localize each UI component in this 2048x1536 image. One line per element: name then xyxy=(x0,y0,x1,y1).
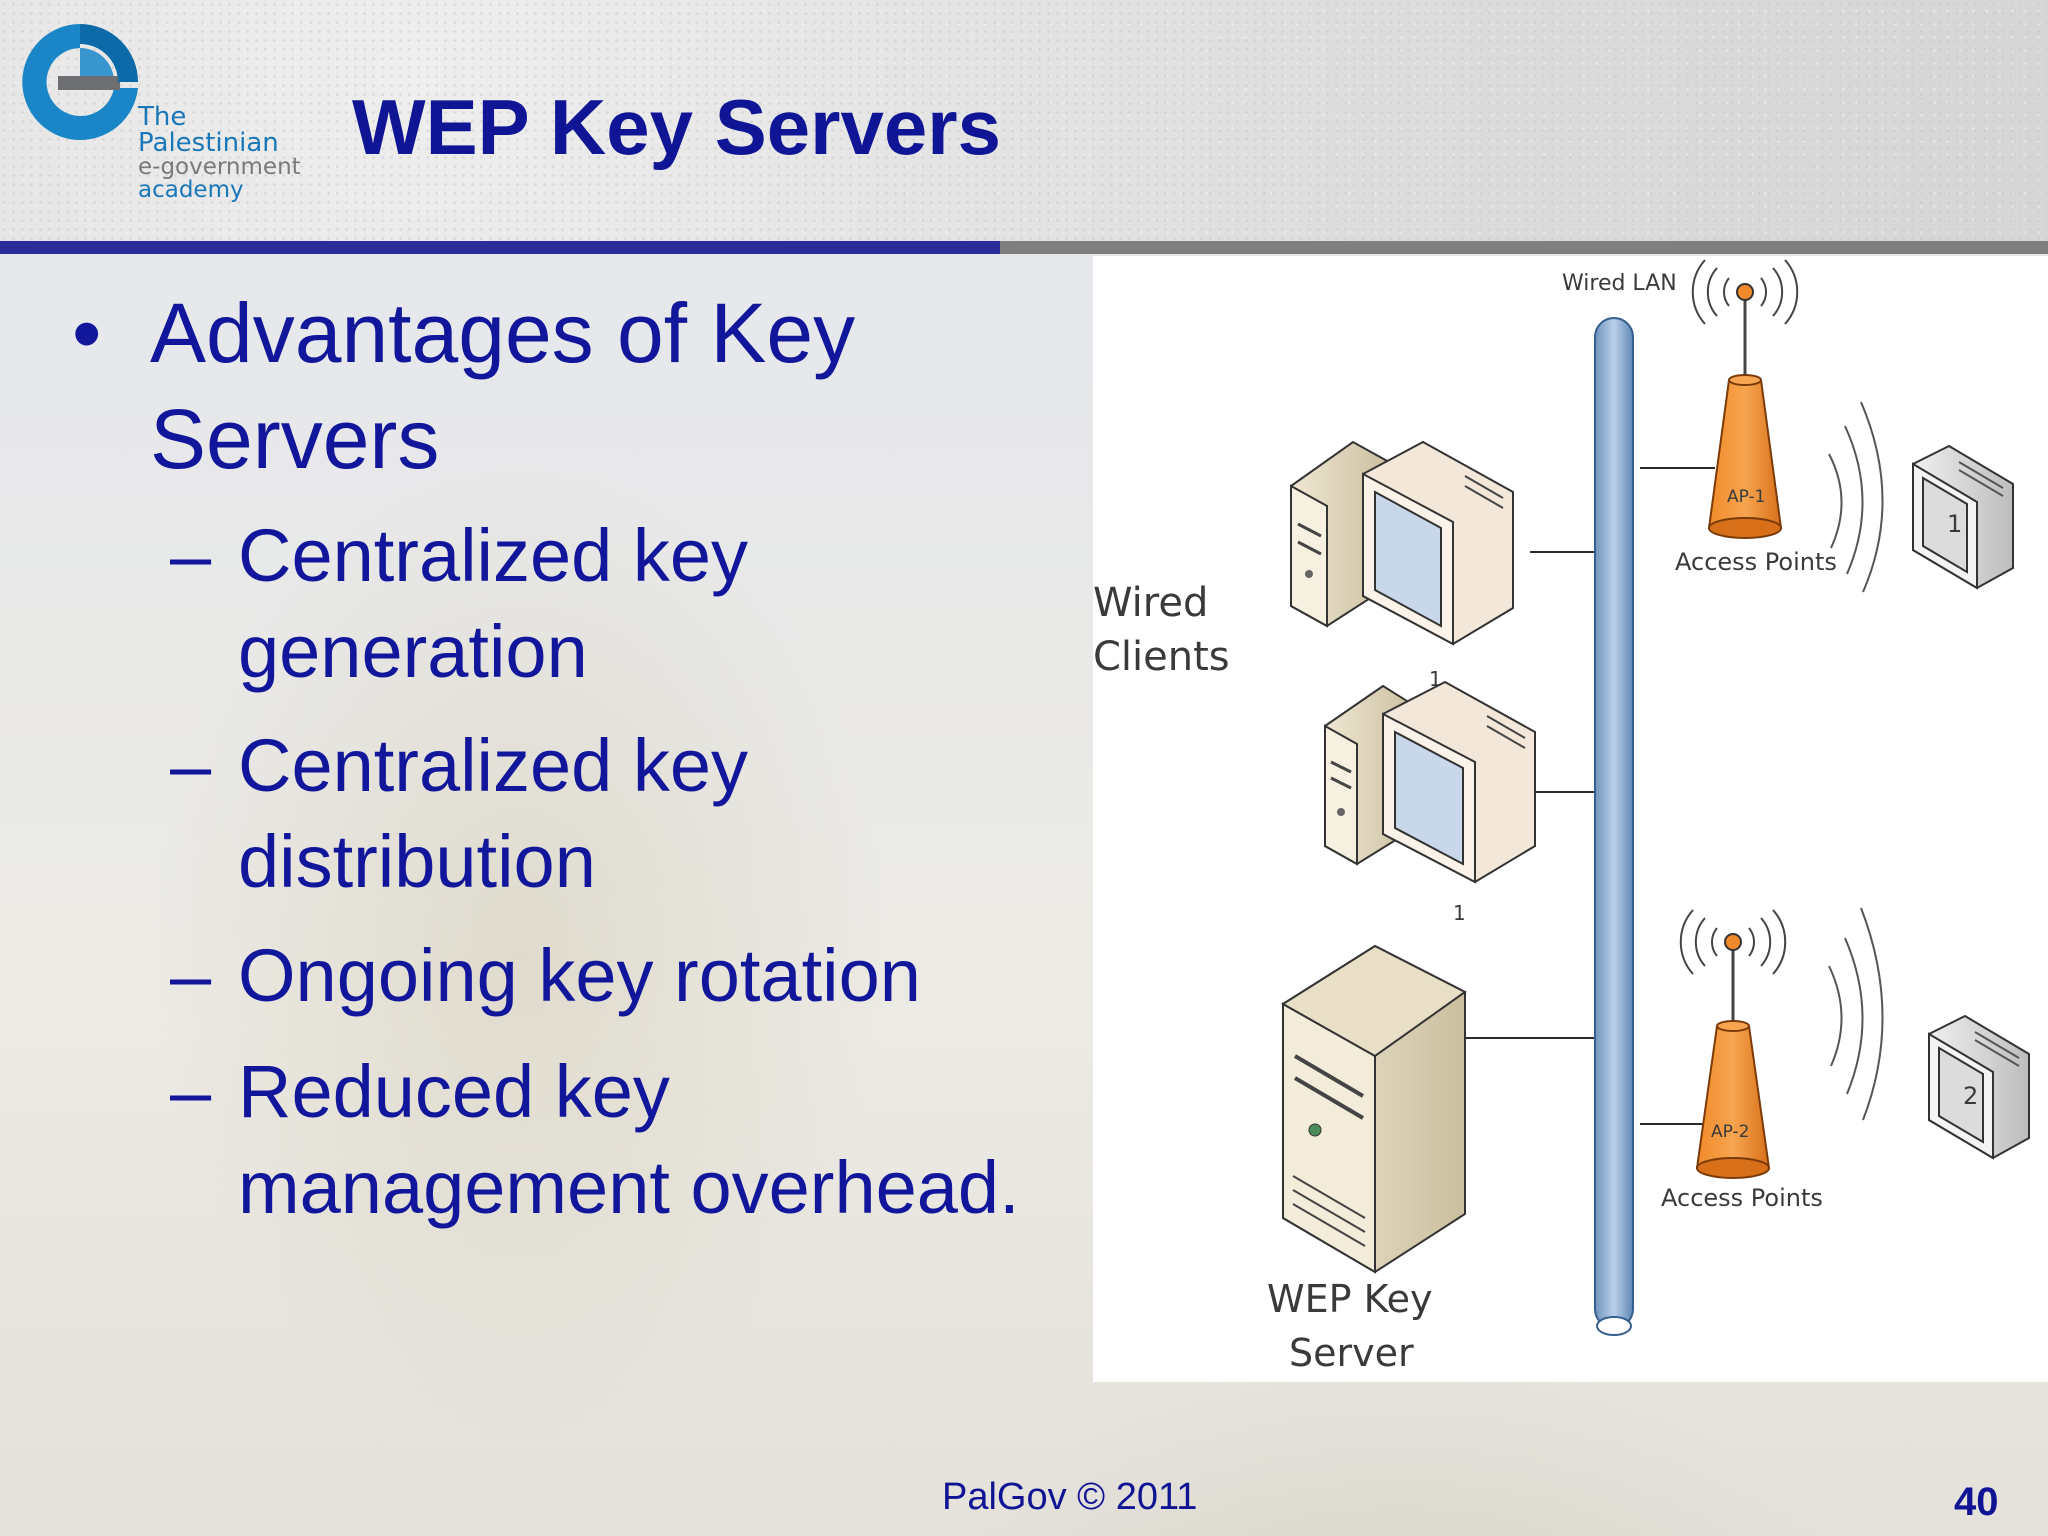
sub-bullet-dash: – xyxy=(170,934,212,1017)
access-point-antenna-icon xyxy=(1679,909,1787,1179)
client2-number: 1 xyxy=(1453,901,1466,925)
radio-waves-icon xyxy=(1828,401,1884,593)
main-bullet-text: Advantages of Key Servers xyxy=(150,286,856,486)
footer-copyright: PalGov © 2011 xyxy=(942,1476,1198,1518)
access-point-antenna-icon xyxy=(1691,259,1799,539)
wired-clients-label-1: Wired xyxy=(1093,580,1208,626)
header-rule-blue xyxy=(0,241,1000,254)
desktop-computer-icon xyxy=(1290,440,1514,646)
ap1-label: AP-1 xyxy=(1727,487,1765,507)
logo-line3: academy xyxy=(138,177,244,203)
ap1-caption: Access Points xyxy=(1675,548,1837,576)
wireless-client-monitor-icon xyxy=(1928,1014,2030,1160)
radio-waves-icon xyxy=(1828,907,1884,1121)
sub-bullet-text: Centralized key generation xyxy=(238,514,749,693)
sub-bullet-text: Centralized key distribution xyxy=(238,724,749,903)
header-band xyxy=(0,0,2048,242)
slide-title: WEP Key Servers xyxy=(352,83,1001,171)
logo-line1: The Palestinian xyxy=(138,102,279,158)
diagram-svg: Wired LAN Wired Clients 1 xyxy=(1093,259,2030,1375)
page-number: 40 xyxy=(1954,1480,1999,1524)
wired-clients-label-2: Clients xyxy=(1093,634,1230,680)
ap2-caption: Access Points xyxy=(1661,1184,1823,1212)
e-logo-icon xyxy=(22,24,138,140)
wired-lan-label: Wired LAN xyxy=(1562,271,1677,296)
key-server-label-1: WEP Key xyxy=(1267,1277,1432,1321)
ap2-label: AP-2 xyxy=(1711,1122,1749,1142)
server-tower-icon xyxy=(1281,944,1467,1274)
wired-lan-pipe xyxy=(1594,317,1634,1336)
sub-bullet-dash: – xyxy=(170,514,212,597)
logo-line2: e-government xyxy=(138,154,301,180)
wireless-client2-number: 2 xyxy=(1963,1082,1978,1110)
academy-logo: The Palestinian e-government academy xyxy=(18,18,318,202)
key-server-label-2: Server xyxy=(1289,1331,1414,1375)
network-diagram: Wired LAN Wired Clients 1 xyxy=(1093,256,2048,1382)
wireless-client1-number: 1 xyxy=(1947,510,1962,538)
sub-bullet-text: Reduced key management overhead. xyxy=(238,1050,1020,1229)
desktop-computer-icon xyxy=(1324,680,1536,884)
sub-bullet-dash: – xyxy=(170,724,212,807)
logo-text: The Palestinian e-government academy xyxy=(138,104,318,202)
wireless-client-monitor-icon xyxy=(1912,444,2014,590)
bullet-mark: • xyxy=(72,286,102,380)
sub-bullet-text: Ongoing key rotation xyxy=(238,934,921,1017)
sub-bullet-dash: – xyxy=(170,1050,212,1133)
header-rule-gray xyxy=(1000,241,2048,254)
